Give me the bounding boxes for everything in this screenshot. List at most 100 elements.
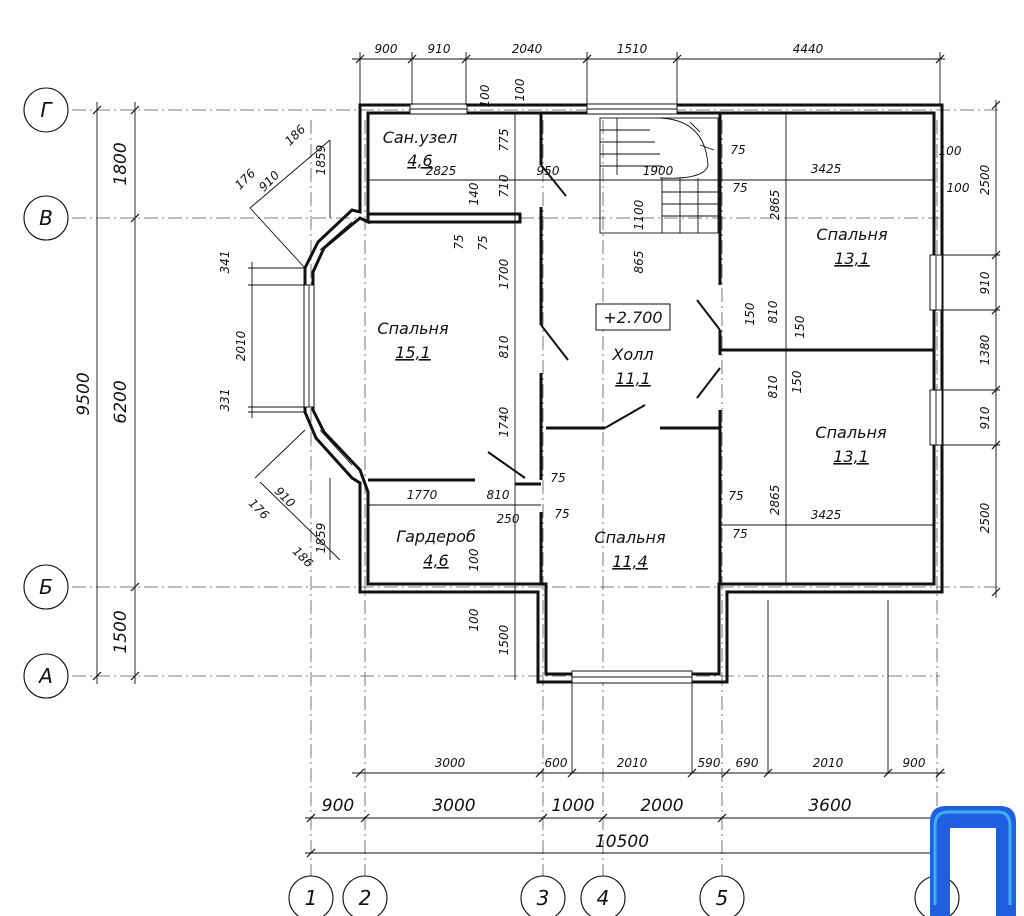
axis-label: 2 bbox=[359, 886, 372, 910]
dim-label: 950 bbox=[537, 164, 560, 178]
dim-label: 3000 bbox=[432, 796, 475, 816]
dim-label: 100 bbox=[467, 548, 481, 571]
dim-label: 75 bbox=[732, 181, 747, 195]
dim-label: 75 bbox=[554, 507, 569, 521]
dim-label: 75 bbox=[728, 489, 743, 503]
dim-label: 1700 bbox=[497, 258, 511, 289]
axis-marker-4 bbox=[580, 875, 626, 916]
left-dimensions: 1800 6200 1500 9500 bbox=[74, 142, 131, 653]
room-name-bedroom-bottom-right: Спальня bbox=[815, 423, 887, 442]
dim-label: 2040 bbox=[512, 42, 543, 56]
room-name-bedroom-bottom: Спальня bbox=[594, 528, 666, 547]
dim-label: 6200 bbox=[111, 380, 131, 423]
right-dimensions: 2500 910 1380 910 2500 bbox=[978, 164, 992, 533]
room-name-bedroom-top-right: Спальня bbox=[816, 225, 888, 244]
axis-markers: Г В Б А 1 2 3 4 5 6 bbox=[23, 87, 960, 916]
axis-marker-3 bbox=[520, 875, 566, 916]
room-area-wardrobe: 4,6 bbox=[423, 551, 448, 570]
dim-label: 865 bbox=[632, 251, 646, 274]
dim-label: 910 bbox=[256, 168, 282, 194]
room-name-bathroom: Сан.узел bbox=[383, 128, 458, 147]
room-area-bedroom-bottom-right: 13,1 bbox=[833, 447, 869, 466]
dim-label: 2865 bbox=[768, 485, 782, 516]
axis-marker-v bbox=[23, 195, 69, 241]
dim-label-total: 10500 bbox=[595, 832, 649, 852]
dim-label: 3600 bbox=[808, 796, 851, 816]
dim-label: 2010 bbox=[617, 756, 648, 770]
doors bbox=[487, 164, 721, 479]
dim-label: 775 bbox=[497, 129, 511, 152]
dim-label: 2010 bbox=[234, 330, 248, 361]
dim-label: 331 bbox=[218, 389, 232, 412]
dim-label: 910 bbox=[978, 271, 992, 294]
dim-label: 1380 bbox=[978, 334, 992, 365]
dim-label: 590 bbox=[698, 756, 721, 770]
dim-label: 2825 bbox=[426, 164, 457, 178]
axis-marker-2 bbox=[342, 875, 388, 916]
dim-label: 1859 bbox=[314, 523, 328, 554]
dim-label: 910 bbox=[978, 406, 992, 429]
dim-label: 910 bbox=[272, 484, 298, 510]
dimension-lines bbox=[92, 52, 1001, 858]
axis-marker-a bbox=[23, 653, 69, 699]
dim-label: 1500 bbox=[497, 624, 511, 655]
dim-label: 3000 bbox=[435, 756, 466, 770]
axis-marker-5 bbox=[699, 875, 745, 916]
axis-label: 1 bbox=[305, 886, 318, 910]
dim-label: 3425 bbox=[811, 162, 842, 176]
dim-label: 150 bbox=[793, 315, 807, 338]
room-area-hall: 11,1 bbox=[615, 369, 651, 388]
dim-label: 1740 bbox=[497, 406, 511, 437]
dim-label: 100 bbox=[478, 84, 492, 107]
dim-label: 2500 bbox=[978, 164, 992, 195]
dim-label: 75 bbox=[730, 143, 745, 157]
level-mark-label: +2.700 bbox=[603, 308, 662, 327]
room-name-bedroom-left: Спальня bbox=[377, 319, 449, 338]
room-area-bedroom-left: 15,1 bbox=[395, 343, 431, 362]
dim-label: 150 bbox=[790, 370, 804, 393]
axis-label: Б bbox=[39, 575, 53, 599]
room-name-wardrobe: Гардероб bbox=[396, 527, 476, 546]
dim-label: 140 bbox=[467, 182, 481, 205]
dim-label: 1510 bbox=[617, 42, 648, 56]
dim-label: 176 bbox=[246, 496, 272, 522]
dim-label: 900 bbox=[375, 42, 398, 56]
dim-label: 810 bbox=[487, 488, 510, 502]
dim-label-total-vertical: 9500 bbox=[74, 372, 94, 415]
dim-label: 75 bbox=[550, 471, 565, 485]
bottom-dimensions-row-1: 3000 600 2010 590 690 2010 900 bbox=[435, 756, 926, 770]
dim-label: 1500 bbox=[111, 610, 131, 653]
dim-label: 810 bbox=[497, 335, 511, 358]
dim-label: 2010 bbox=[813, 756, 844, 770]
dim-label: 1800 bbox=[111, 142, 131, 185]
axis-marker-g bbox=[23, 87, 69, 133]
dim-label: 250 bbox=[497, 512, 520, 526]
dim-label: 100 bbox=[513, 78, 527, 101]
axis-label: 3 bbox=[537, 886, 550, 910]
inner-dimensions: 100 100 775 2825 140 710 950 1900 75 75 … bbox=[407, 78, 970, 655]
dim-label: 690 bbox=[736, 756, 759, 770]
axis-lines bbox=[72, 109, 1000, 880]
dim-label: 900 bbox=[903, 756, 926, 770]
dim-label: 1000 bbox=[551, 796, 594, 816]
dim-label: 341 bbox=[218, 251, 232, 274]
dim-label: 2000 bbox=[640, 796, 683, 816]
axis-label: В bbox=[39, 206, 53, 230]
dim-label: 900 bbox=[322, 796, 354, 816]
top-dimensions: 900 910 2040 1510 4440 bbox=[375, 42, 824, 56]
axis-label: 4 bbox=[597, 886, 610, 910]
dim-label: 710 bbox=[497, 174, 511, 197]
room-labels: Сан.узел 4,6 Спальня 15,1 Холл 11,1 Спал… bbox=[377, 128, 888, 571]
dim-label: 150 bbox=[743, 302, 757, 325]
room-name-hall: Холл bbox=[611, 345, 653, 364]
dim-label: 1900 bbox=[643, 164, 674, 178]
windows bbox=[303, 103, 943, 684]
dim-label: 75 bbox=[476, 235, 490, 250]
bottom-dimensions-row-2: 900 3000 1000 2000 3600 10500 bbox=[322, 796, 852, 852]
room-area-bathroom: 4,6 bbox=[407, 151, 432, 170]
dim-label: 2865 bbox=[768, 190, 782, 221]
dim-label: 1100 bbox=[632, 199, 646, 230]
dim-label: 1859 bbox=[314, 145, 328, 176]
axis-label: Г bbox=[40, 98, 53, 122]
